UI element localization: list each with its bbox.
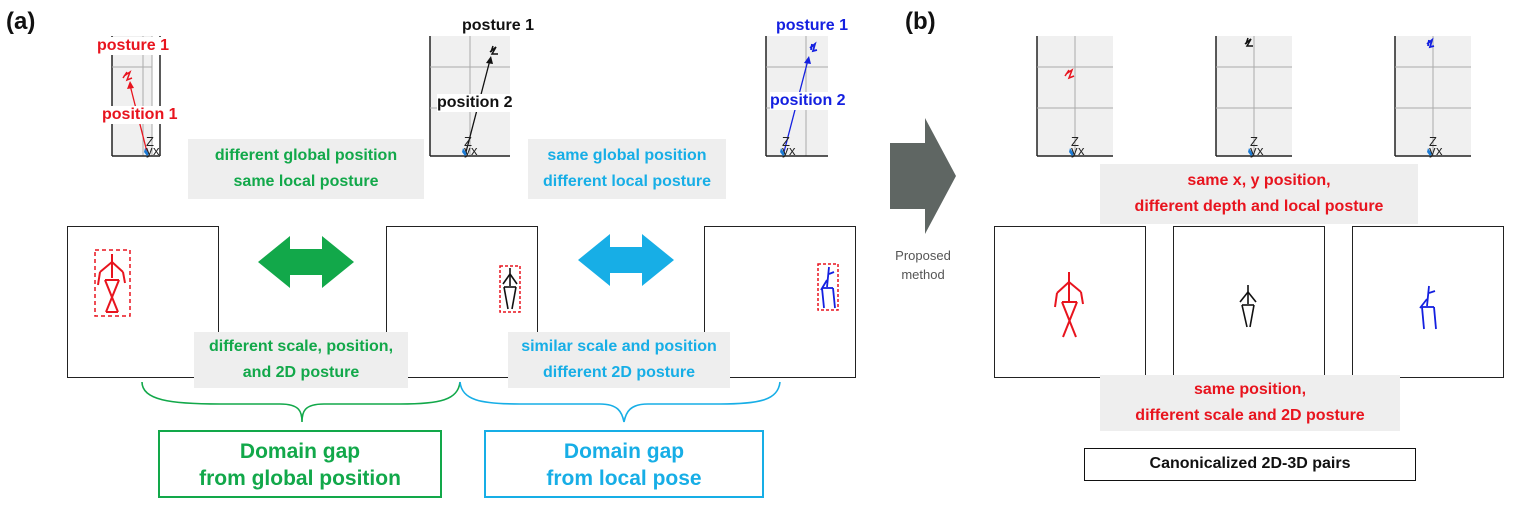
domain-gap-line: from global position	[199, 467, 401, 490]
domain-gap-local-box: Domain gap from local pose	[484, 430, 764, 498]
position-label-2: position 2	[437, 94, 513, 112]
skeleton-2d-blue	[820, 266, 836, 309]
3d-plot-b-black	[1215, 36, 1292, 157]
domain-gap-line: Domain gap	[239, 440, 361, 463]
bbox-blue	[817, 263, 839, 311]
canonical-skeleton-red	[1054, 272, 1084, 338]
position-label-3: position 2	[770, 92, 846, 110]
double-arrow-green	[258, 236, 354, 288]
caption-line: and 2D posture	[242, 364, 360, 381]
proposed-method-arrow	[890, 118, 956, 234]
domain-gap-global-box: Domain gap from global position	[158, 430, 442, 498]
caption-b-bottom: same position, different scale and 2D po…	[1100, 377, 1400, 429]
axis-z-label: Z	[1250, 134, 1258, 149]
caption-box-scale-left	[194, 332, 408, 388]
axis-y-label: y	[1429, 143, 1436, 158]
brace-green	[141, 381, 461, 423]
posture-label-2: posture 1	[462, 17, 535, 35]
skeleton-3d-red	[122, 70, 133, 82]
position-label-1: position 1	[102, 106, 178, 124]
skeleton-2d-black	[502, 268, 518, 310]
posture-label-1: posture 1	[97, 37, 170, 55]
caption-line: same local posture	[233, 173, 379, 190]
caption-box-b-bottom	[1100, 375, 1400, 431]
caption-box-local-posture	[528, 139, 726, 199]
panel-b-label: (b)	[905, 8, 936, 35]
axis-y-label: y	[1071, 143, 1078, 158]
canonical-image-black	[1173, 226, 1325, 378]
axis-y-label: y	[146, 143, 153, 158]
posture-label-3: posture 1	[776, 17, 849, 35]
bbox-black	[499, 265, 521, 313]
axis-z-label: Z	[1429, 134, 1437, 149]
skeleton-3d-blue	[809, 41, 818, 53]
proposed-method-label: Proposed method	[878, 246, 968, 284]
caption-line: same global position	[547, 147, 707, 164]
skeleton-2d-red	[97, 254, 126, 313]
image-2d-red	[67, 226, 219, 378]
caption-box-scale-right	[508, 332, 730, 388]
caption-scale-left: different scale, position, and 2D postur…	[194, 334, 408, 386]
caption-local-posture: same global position different local pos…	[528, 143, 726, 195]
canonical-skeleton-black	[1239, 285, 1257, 328]
panel-a-label: (a)	[6, 8, 36, 35]
caption-scale-right: similar scale and position different 2D …	[508, 334, 730, 386]
axis-y-label: y	[1250, 143, 1257, 158]
domain-gap-line: from local pose	[546, 467, 702, 490]
domain-gap-line: Domain gap	[563, 440, 685, 463]
axis-z-label: Z	[1071, 134, 1079, 149]
3d-plot-b-blue	[1394, 36, 1471, 157]
axis-z-label: Z	[782, 134, 790, 149]
canonicalized-pairs-box: Canonicalized 2D-3D pairs	[1084, 448, 1416, 481]
caption-box-global-position	[188, 139, 424, 199]
caption-line: different depth and local posture	[1134, 198, 1384, 215]
caption-line: same position,	[1193, 381, 1307, 398]
skeleton-3d-black	[489, 45, 498, 55]
arrow-label-line: Proposed	[895, 248, 951, 263]
brace-cyan	[459, 381, 781, 423]
double-arrow-cyan	[578, 234, 674, 286]
caption-line: different local posture	[542, 173, 712, 190]
caption-line: different scale, position,	[208, 338, 394, 355]
axis-x-label: x	[1436, 143, 1443, 158]
caption-b-top: same x, y position, different depth and …	[1100, 168, 1418, 220]
caption-line: different 2D posture	[542, 364, 695, 381]
caption-line: similar scale and position	[521, 338, 717, 355]
axis-x-label: x	[1078, 143, 1085, 158]
caption-line: different global position	[214, 147, 398, 164]
axis-y-label: y	[464, 143, 471, 158]
axis-x-label: x	[153, 143, 160, 158]
axis-z-label: Z	[464, 134, 472, 149]
bbox-red	[94, 249, 131, 317]
caption-line: same x, y position,	[1187, 172, 1331, 189]
caption-global-position: different global position same local pos…	[188, 143, 424, 195]
axis-x-label: x	[789, 143, 796, 158]
arrow-label-line: method	[901, 267, 945, 282]
3d-plot-b-red	[1036, 36, 1113, 157]
axis-x-label: x	[471, 143, 478, 158]
axis-z-label: Z	[146, 134, 154, 149]
caption-line: different scale and 2D posture	[1135, 407, 1365, 424]
axis-y-label: y	[782, 143, 789, 158]
canonical-skeleton-blue	[1419, 285, 1437, 330]
axis-x-label: x	[1257, 143, 1264, 158]
caption-box-b-top	[1100, 164, 1418, 224]
